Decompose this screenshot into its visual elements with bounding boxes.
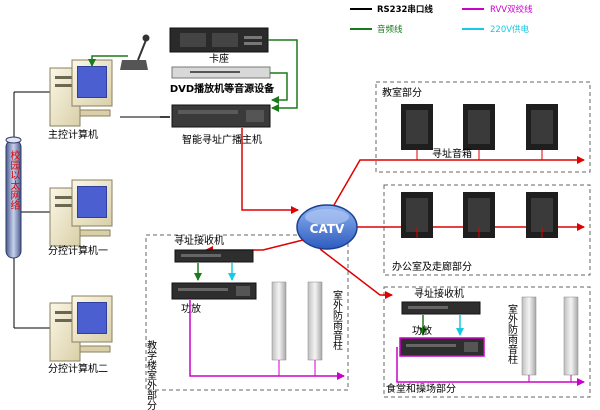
legend-rvv-label: RVV双绞线	[490, 4, 533, 15]
teaching-zone-label: 教学楼室外部分	[145, 339, 157, 410]
canteen-column-1	[521, 296, 537, 376]
classroom-zone-box	[375, 81, 591, 173]
classroom-speaker-label: 寻址音箱	[432, 147, 472, 160]
legend-rs232-label: RS232串口线	[377, 4, 433, 15]
sub-control-pc-2: 分控计算机二	[48, 295, 113, 375]
canteen-column-label: 室外防雨音柱	[506, 303, 518, 365]
canteen-zone-box	[383, 286, 591, 398]
canteen-receiver	[401, 301, 481, 315]
sub-pc-1-label: 分控计算机一	[48, 244, 108, 257]
microphone-icon	[120, 34, 150, 70]
canteen-zone-label: 食堂和操场部分	[386, 382, 456, 395]
classroom-zone-title: 教室部分	[382, 86, 422, 99]
catv-label: CATV	[310, 222, 345, 236]
cassette-deck: 卡座	[169, 27, 269, 65]
broadcast-main-host: 智能寻址广播主机	[171, 104, 271, 146]
teaching-column-2	[307, 281, 323, 361]
campus-network-label: 校园以太网络	[8, 149, 20, 211]
teaching-receiver	[174, 249, 254, 263]
main-control-pc: 主控计算机	[48, 59, 113, 141]
teaching-receiver-label: 寻址接收机	[174, 234, 224, 247]
classroom-speaker-3	[526, 104, 558, 150]
canteen-column-2	[563, 296, 579, 376]
sub-control-pc-1: 分控计算机一	[48, 179, 113, 257]
legend-audio-label: 音频线	[377, 24, 403, 35]
canteen-receiver-label: 寻址接收机	[414, 287, 464, 300]
classroom-speaker-2	[463, 104, 495, 150]
sub-pc-2-label: 分控计算机二	[48, 362, 108, 375]
office-speaker-1	[401, 192, 433, 238]
cassette-deck-label: 卡座	[209, 52, 229, 65]
teaching-zone-box	[145, 234, 349, 391]
main-host-label: 智能寻址广播主机	[182, 133, 262, 146]
canteen-amp-label: 功放	[412, 324, 432, 337]
teaching-amplifier	[171, 282, 257, 300]
campus-network: 校园以太网络	[5, 91, 50, 329]
teaching-column-1	[271, 281, 287, 361]
canteen-amplifier	[399, 337, 485, 357]
teaching-column-label: 室外防雨音柱	[331, 289, 343, 351]
office-zone-title: 办公室及走廊部分	[392, 260, 472, 273]
main-pc-label: 主控计算机	[48, 128, 98, 141]
office-zone-box	[383, 184, 591, 276]
legend: RS232串口线 RVV双绞线 音频线 220V供电	[350, 4, 533, 35]
teaching-amp-label: 功放	[181, 302, 201, 315]
catv-hub: CATV	[296, 204, 358, 250]
legend-power-label: 220V供电	[490, 24, 530, 35]
dvd-source-label: DVD播放机等音源设备	[170, 82, 275, 95]
dvd-player: DVD播放机等音源设备	[170, 66, 275, 95]
classroom-speaker-1	[401, 104, 433, 150]
